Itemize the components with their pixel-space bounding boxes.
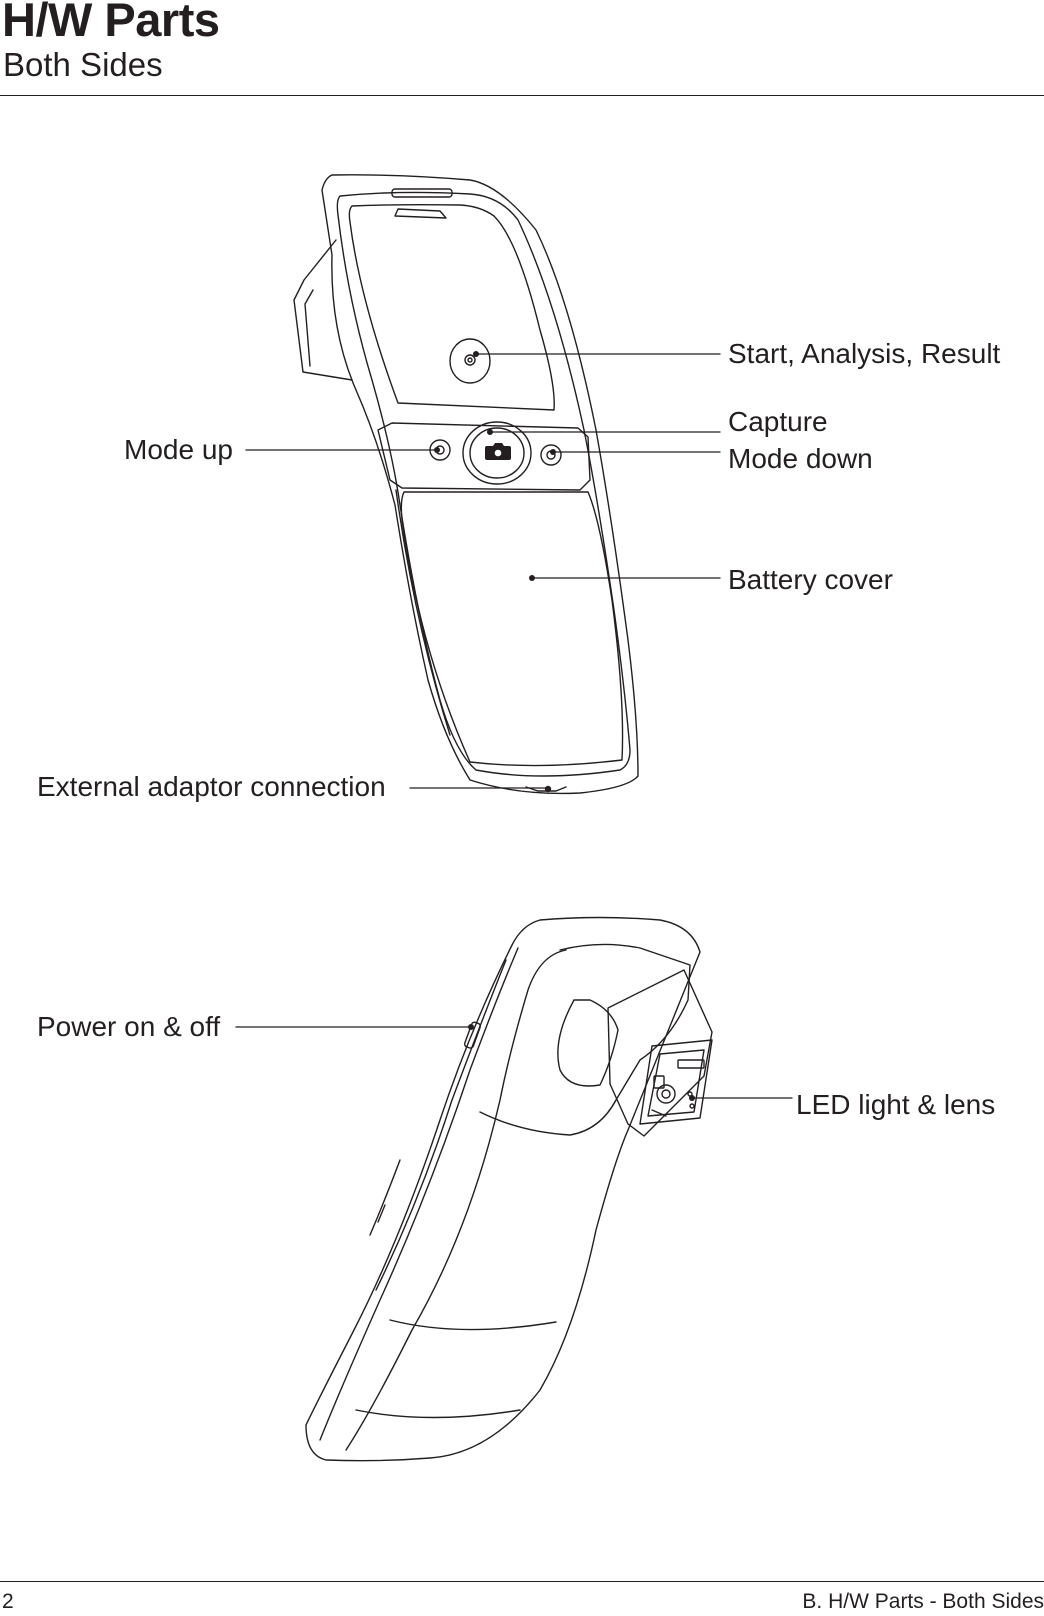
callout-mode-down: Mode down (728, 443, 873, 474)
callout-led-lens: LED light & lens (796, 1089, 996, 1120)
callout-start-analysis-result: Start, Analysis, Result (728, 338, 1001, 369)
page-title: H/W Parts (2, 0, 220, 46)
footer-section-label: B. H/W Parts - Both Sides (802, 1590, 1044, 1613)
device-back-view (235, 916, 793, 1462)
page-number: 2 (2, 1590, 14, 1613)
callout-external-adaptor: External adaptor connection (37, 771, 386, 802)
callout-power: Power on & off (37, 1011, 221, 1042)
header-divider (0, 95, 1044, 96)
callout-capture: Capture (728, 406, 828, 437)
callout-battery-cover: Battery cover (728, 564, 893, 595)
device-front-view (245, 174, 721, 795)
page-subtitle: Both Sides (3, 46, 163, 83)
callout-mode-up: Mode up (124, 434, 233, 465)
footer-divider (0, 1581, 1044, 1582)
camera-icon (485, 443, 511, 460)
